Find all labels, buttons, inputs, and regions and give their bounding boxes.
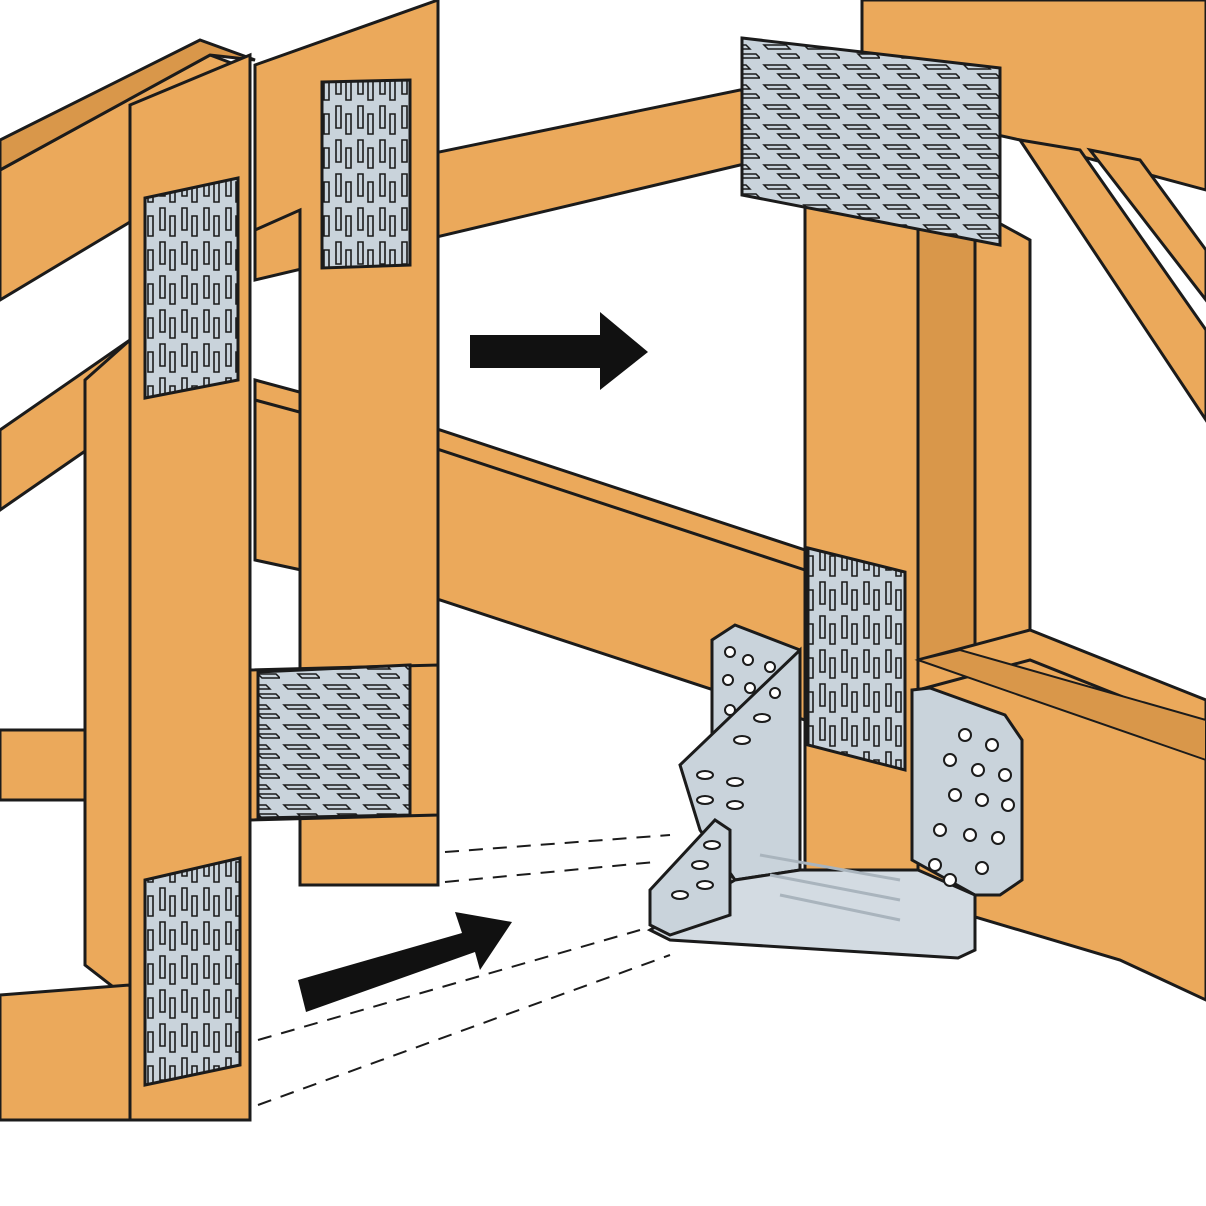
right-diagonal-web	[1016, 137, 1206, 423]
nail-plate-left-lower	[143, 856, 242, 1087]
nail-plate-left-upper	[143, 176, 240, 400]
bracket-front-flange	[648, 818, 732, 937]
lower-beam-extension	[914, 648, 1206, 762]
left-bottom-chord-lower	[0, 983, 132, 1122]
nail-plate-right-bottom	[806, 546, 907, 772]
right-diagonal-web-2	[1086, 147, 1206, 303]
arrow-right-icon	[470, 312, 648, 390]
leader-lines	[257, 834, 671, 1106]
right-post-back	[973, 207, 1032, 653]
left-thin-vertical	[83, 336, 132, 1004]
nail-plate-right-top	[740, 36, 1002, 247]
left-top-chord-rear	[0, 38, 256, 172]
nail-plate-left-middle	[256, 663, 412, 820]
truss-hanger-bracket	[646, 623, 1024, 960]
nail-plate-left-top	[320, 78, 412, 270]
left-bottom-chord	[0, 728, 87, 802]
nail-plates	[143, 36, 1002, 1087]
arrow-right-icon	[298, 912, 512, 1012]
